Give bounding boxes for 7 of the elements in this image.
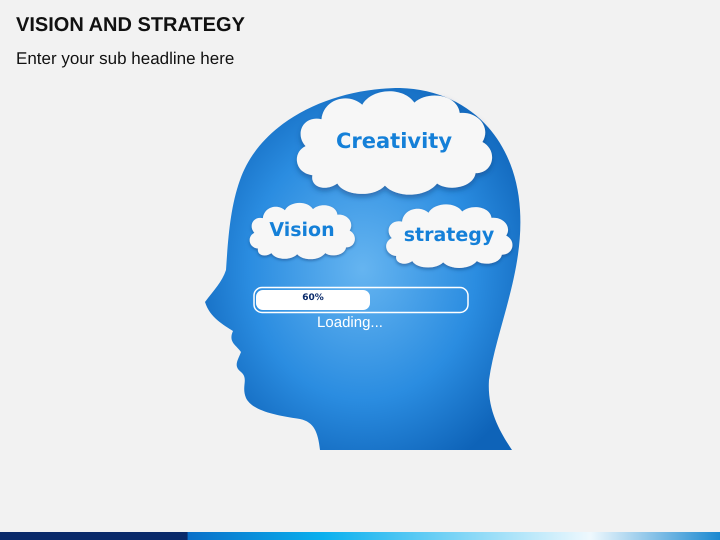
cloud-label: Vision xyxy=(268,219,336,241)
cloud-label: Creativity xyxy=(334,129,454,153)
progress-value: 60% xyxy=(301,293,325,303)
cloud-label: strategy xyxy=(402,224,496,246)
loading-text: Loading... xyxy=(316,314,384,331)
subtitle: Enter your sub headline here xyxy=(16,49,234,69)
title: VISION AND STRATEGY xyxy=(16,14,245,37)
